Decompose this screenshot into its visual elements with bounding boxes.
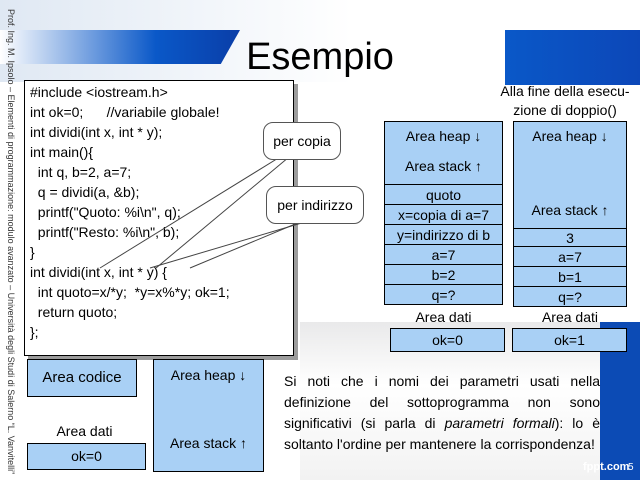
mid-heap-stack-area: Area heap ↓ Area stack ↑ bbox=[384, 121, 503, 185]
bottom-codice-area: Area codice bbox=[27, 359, 137, 397]
fppt-logo: fppt.com bbox=[583, 461, 630, 473]
callout-per-indirizzo: per indirizzo bbox=[266, 186, 364, 224]
right-dati-value: ok=1 bbox=[512, 328, 627, 352]
code-line: #include <iostream.h> bbox=[30, 84, 168, 100]
page-number: 5 bbox=[628, 462, 634, 473]
mid-dati-value: ok=0 bbox=[390, 328, 505, 352]
explanatory-note: Si noti che i nomi dei parametri usati n… bbox=[284, 371, 600, 455]
right-header-line: zione di doppio() bbox=[513, 102, 617, 118]
mid-stack-cell: a=7 bbox=[384, 244, 503, 265]
bottom-heap-label: Area heap ↓ bbox=[170, 367, 247, 383]
mid-stack-cell: quoto bbox=[384, 184, 503, 205]
code-line: } bbox=[30, 244, 35, 260]
mid-dati-label: Area dati bbox=[415, 309, 472, 325]
blue-stripe-right bbox=[505, 30, 640, 85]
mid-heap-label: Area heap ↓ bbox=[405, 128, 482, 144]
right-stack-label: Area stack ↑ bbox=[531, 202, 609, 218]
right-dati-label: Area dati bbox=[541, 309, 599, 325]
slide-title: Esempio bbox=[246, 36, 394, 78]
bottom-dati-value: ok=0 bbox=[27, 443, 146, 470]
right-stack-cell: q=? bbox=[513, 286, 627, 307]
right-stack-cell: 3 bbox=[513, 228, 627, 247]
code-box: #include <iostream.h> int ok=0; //variab… bbox=[24, 80, 294, 356]
mid-stack-cell: q=? bbox=[384, 284, 503, 305]
bottom-stack-label: Area stack ↑ bbox=[169, 435, 248, 451]
mid-stack-label: Area stack ↑ bbox=[404, 158, 483, 174]
code-line: printf("Resto: %i\n", b); bbox=[30, 224, 180, 240]
code-line: int q, b=2, a=7; bbox=[30, 164, 132, 180]
right-stack-cell: b=1 bbox=[513, 266, 627, 287]
right-header: Alla fine della esecu- zione di doppio() bbox=[490, 82, 640, 120]
code-line: int dividi(int x, int * y); bbox=[30, 124, 163, 140]
mid-stack-cell: x=copia di a=7 bbox=[384, 204, 503, 225]
code-line: printf("Quoto: %i\n", q); bbox=[30, 204, 181, 220]
mid-stack-cell: y=indirizzo di b bbox=[384, 224, 503, 245]
right-heap-label: Area heap ↓ bbox=[532, 128, 608, 144]
callout-per-copia: per copia bbox=[263, 122, 341, 160]
mid-stack-cell: b=2 bbox=[384, 264, 503, 285]
right-header-line: Alla fine della esecu- bbox=[500, 83, 630, 99]
code-line: q = dividi(a, &b); bbox=[30, 184, 140, 200]
code-line: int quoto=x/*y; *y=x%*y; ok=1; bbox=[30, 284, 230, 300]
code-line: int ok=0; //variabile globale! bbox=[30, 104, 220, 120]
note-text: Si noti che i nomi dei parametri usati n… bbox=[284, 373, 600, 431]
note-italic: parametri formali bbox=[444, 415, 555, 431]
code-line: int dividi(int x, int * y) { bbox=[30, 264, 167, 280]
code-line: int main(){ bbox=[30, 144, 94, 160]
bottom-dati-label: Area dati bbox=[56, 423, 113, 439]
code-line: }; bbox=[30, 324, 39, 340]
note-text-end: ): lo è soltanto l'ordine per mantenere … bbox=[284, 415, 600, 452]
right-stack-cell: a=7 bbox=[513, 246, 627, 267]
code-line: return quoto; bbox=[30, 304, 118, 320]
bottom-heap-stack-area: Area heap ↓ Area stack ↑ bbox=[153, 359, 264, 472]
blue-stripe-left bbox=[0, 30, 240, 64]
right-heap-stack-area: Area heap ↓ Area stack ↑ bbox=[513, 121, 627, 229]
